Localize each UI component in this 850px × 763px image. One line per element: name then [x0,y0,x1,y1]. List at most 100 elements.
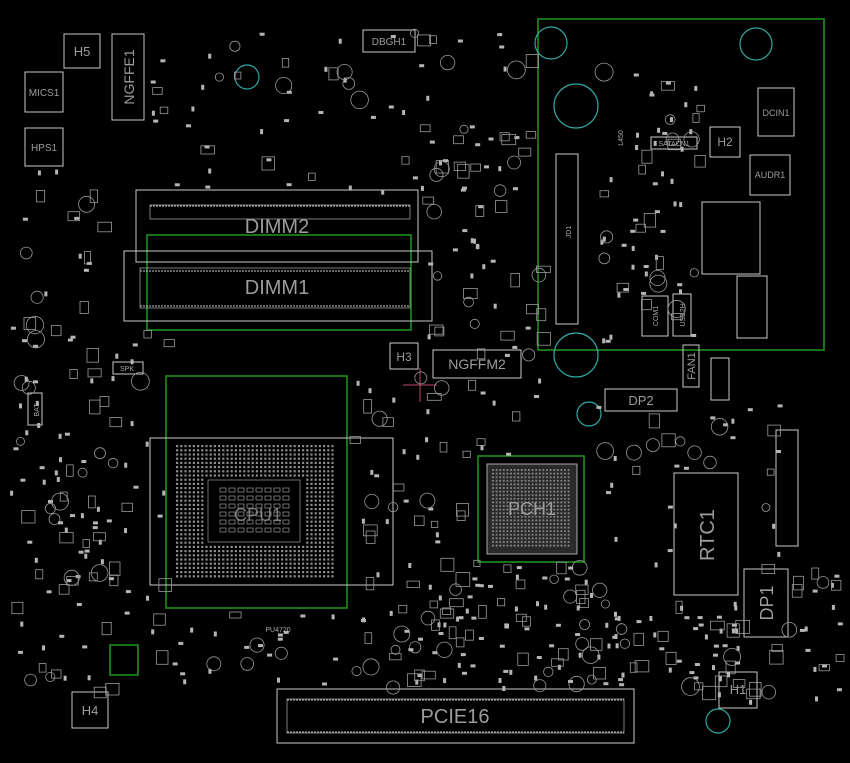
cpu-pin [302,445,305,448]
pch-ball [506,515,509,518]
pch-ball [513,515,516,518]
pch-ball [535,479,538,482]
cpu-pin [297,550,300,553]
cpu-pin [302,449,305,452]
component-outline [735,620,750,634]
cpu-pin [314,562,317,565]
pch-ball [549,540,552,544]
smd-pad [84,549,90,553]
cpu-pin [184,457,187,460]
cpu-pin [192,524,195,527]
dimm2-slot [149,204,411,220]
smd-pad [258,644,263,648]
cpu-pin [289,554,292,557]
cpu-center-pad [219,511,227,517]
cpu-pin [331,562,334,565]
cpu-pin [276,461,279,464]
smd-pad [470,238,474,244]
smd-pad [605,339,611,343]
pch-ball [531,483,534,486]
smd-pad [694,663,700,666]
pch-ball [491,494,495,497]
cpu-pin [176,529,179,532]
pch-ball [495,501,498,504]
smd-pad [348,185,352,191]
capacitor-outline [390,644,401,655]
pch-ball [509,544,513,547]
cpu-pin [268,461,271,464]
cpu-pin [327,499,330,502]
cpu-pin [247,474,250,477]
smd-pad [733,601,737,607]
cpu-pin [180,512,183,515]
cpu-pin [310,487,313,490]
cpu-pin [327,453,330,456]
pch-ball [563,544,567,547]
pch-ball [531,472,534,475]
cpu-pin [276,545,279,548]
component-outline [97,221,113,233]
pch-ball [499,526,502,529]
cpu-pin [260,445,263,448]
cpu-pin [209,545,212,548]
cpu-pin [218,449,221,452]
cpu-pin [331,550,334,553]
component-outline [109,561,121,576]
cpu-pin [234,550,237,553]
component-outline [382,417,394,427]
pch-ball [520,515,523,518]
spk-outline [112,361,144,375]
cpu-label: CPU1 [234,505,282,525]
component-outline [453,161,467,172]
cpu-pin [192,470,195,473]
pch-ball [531,486,534,490]
cpu-pin [331,449,334,452]
component-outline [641,299,652,311]
cpu-pin [239,575,242,578]
cpu-pin [222,575,225,578]
cpu-pin [251,449,254,452]
cpu-pin [176,491,179,494]
cpu-pin [197,478,200,481]
cpu-pin [293,571,296,574]
cpu-pin [201,537,204,540]
cpu-pin [327,529,330,532]
pch-ball [531,530,534,533]
dbgh1-outline [362,29,416,53]
cpu-pin [188,491,191,494]
pch-ball [506,483,509,486]
smd-pad [183,679,187,685]
pch-ball [524,468,527,472]
cpu-pin [314,545,317,548]
smd-pad [716,615,722,619]
cpu-pin [260,449,263,452]
cpu-pin [310,512,313,515]
pch-ball [538,522,541,526]
smd-pad [612,635,618,639]
cpu-pin [192,495,195,498]
pch-ball [513,504,516,508]
cpu-pin [260,457,263,460]
smd-pad [694,85,698,91]
cpu-pin [188,449,191,452]
component-outline [428,324,444,335]
cpu-pin [314,457,317,460]
smd-pad [24,376,28,382]
smd-pad [602,236,606,242]
cpu-pin [302,545,305,548]
smd-pad [499,45,505,49]
cpu-pin [234,461,237,464]
cpu-pin [310,495,313,498]
cpu-pin [197,529,200,532]
pch-ball [531,476,534,479]
cpu-pin [213,474,216,477]
cpu-pin [188,470,191,473]
cpu-pin [209,470,212,473]
pch-ball [553,533,556,536]
pch-ball [491,468,495,472]
pch-ball [491,472,495,475]
component-outline [455,572,471,587]
smd-pad [602,338,606,344]
pch-ball [499,504,502,508]
com1-label: COM1 [653,306,660,326]
